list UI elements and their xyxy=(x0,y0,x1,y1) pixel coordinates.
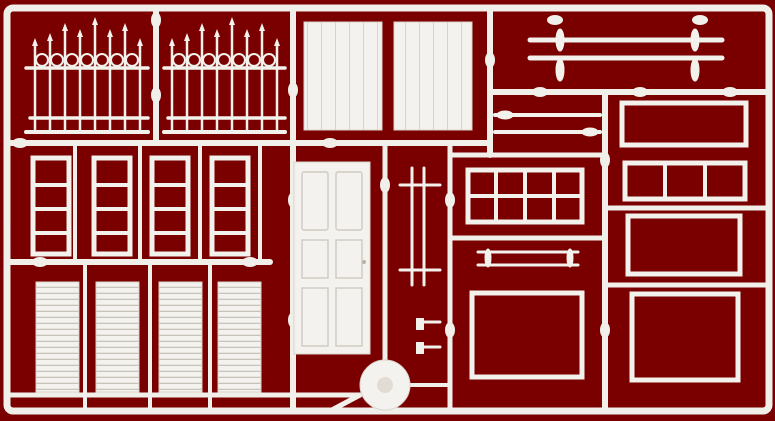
railing-bars-top xyxy=(527,28,725,82)
plain-frame-top xyxy=(619,100,749,148)
louvered-shutters xyxy=(35,281,262,393)
louvered-shutter-3 xyxy=(158,281,203,393)
plain-frame-bottom-left xyxy=(469,290,585,380)
plank-shutter-right xyxy=(393,21,473,131)
louvered-shutter-2 xyxy=(95,281,140,393)
railing-bars-mid xyxy=(476,248,580,268)
pins-and-hinges xyxy=(398,166,442,354)
window-frames xyxy=(30,155,251,257)
plain-frame-mid xyxy=(625,213,743,277)
sprue-frame xyxy=(3,4,773,415)
fence-panel-left xyxy=(24,17,150,134)
window-frame-1 xyxy=(30,155,72,257)
window-frame-4 xyxy=(209,155,251,257)
turned-rails xyxy=(493,110,602,137)
louvered-shutter-4 xyxy=(217,281,262,393)
plain-frame-bottom-right xyxy=(629,291,741,383)
window-frame-3 xyxy=(149,155,191,257)
multi-pane-window-right xyxy=(622,160,748,202)
louvered-shutter-1 xyxy=(35,281,80,393)
panel-door xyxy=(293,161,371,355)
plank-shutter-left xyxy=(303,21,383,131)
fence-panel-right xyxy=(162,17,287,134)
sprue-gate-nodes xyxy=(12,12,738,338)
window-frame-2 xyxy=(91,155,133,257)
multi-pane-window-left xyxy=(465,167,585,225)
round-tag-logo xyxy=(359,359,411,411)
plain-frames xyxy=(469,100,749,383)
